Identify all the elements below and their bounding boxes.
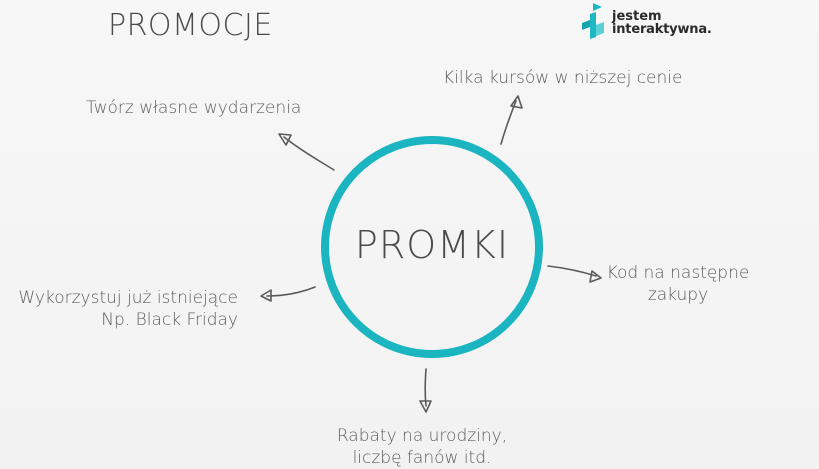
arrow-right <box>547 265 602 283</box>
brand-mark-icon <box>582 3 604 39</box>
arrow-left <box>260 286 316 302</box>
slide-title: PROMOCJE <box>108 8 273 43</box>
branch-label-left: Wykorzystuj już istniejące Np. Black Fri… <box>12 287 238 331</box>
branch-label-bottom-line-1: Rabaty na urodziny, <box>336 426 508 446</box>
branch-label-left-line-1: Wykorzystuj już istniejące <box>18 288 238 308</box>
branch-label-left-line-2: Np. Black Friday <box>101 310 238 330</box>
arrow-top-right <box>500 95 523 145</box>
branch-label-right-line-1: Kod na następne <box>606 263 750 283</box>
arrow-top-left <box>278 133 335 171</box>
brand-wordmark: jestem interaktywna. <box>612 10 712 36</box>
brand-word-1: jestem <box>612 9 662 24</box>
brand-logo: jestem interaktywna. <box>580 3 712 43</box>
branch-label-top-right: Kilka kursów w niższej cenie <box>443 68 683 88</box>
branch-label-right: Kod na następne zakupy <box>598 262 758 306</box>
branch-label-top-left: Twórz własne wydarzenia <box>86 98 302 118</box>
center-label: PROMKI <box>354 223 510 267</box>
center-ring <box>321 136 543 358</box>
branch-label-right-line-2: zakupy <box>647 285 709 305</box>
arrow-bottom <box>419 368 432 413</box>
branch-label-bottom: Rabaty na urodziny, liczbę fanów itd. <box>330 425 514 469</box>
brand-word-2: interaktywna. <box>612 22 712 37</box>
branch-label-bottom-line-2: liczbę fanów itd. <box>352 448 492 468</box>
